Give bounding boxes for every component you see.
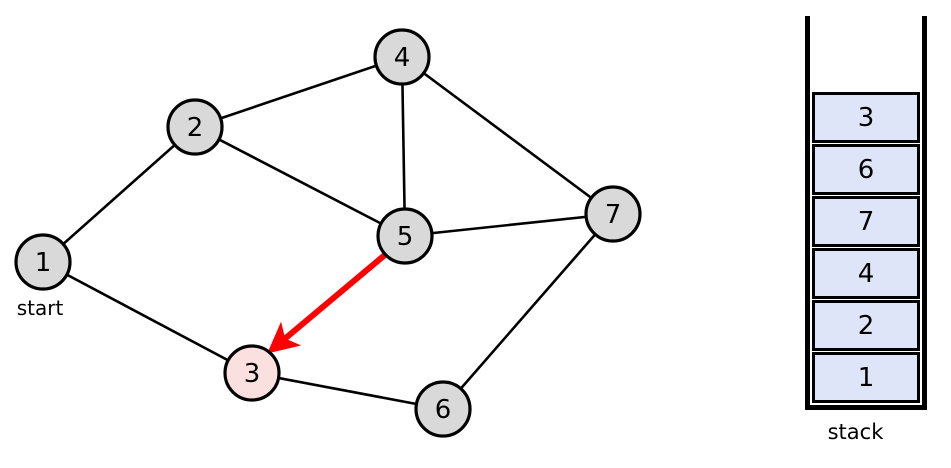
node-5-circle[interactable] <box>376 207 434 265</box>
edge-4-5 <box>400 55 407 238</box>
graph-node-1[interactable]: 1 <box>14 233 72 291</box>
node-2-circle[interactable] <box>166 98 224 156</box>
graph-node-4[interactable]: 4 <box>373 28 431 86</box>
node-1-circle[interactable] <box>14 233 72 291</box>
edge-4-7 <box>400 55 615 216</box>
traversal-arrow-5-to-3 <box>267 251 388 354</box>
node-6-label: 6 <box>435 395 452 425</box>
edge-1-2 <box>41 125 197 264</box>
graph-edges <box>41 55 615 411</box>
node-1-label: 1 <box>35 248 52 278</box>
graph-node-3[interactable]: 3 <box>223 344 281 402</box>
node-7-circle[interactable] <box>584 185 642 243</box>
node-3-label: 3 <box>244 359 261 389</box>
edge-2-4 <box>193 55 404 129</box>
node-2-label: 2 <box>187 113 204 143</box>
edge-2-5 <box>193 125 407 238</box>
edge-6-7 <box>441 212 615 411</box>
edge-3-6 <box>250 371 445 411</box>
stack-cell[interactable]: 4 <box>812 248 920 299</box>
edge-5-7 <box>403 212 615 238</box>
node-6-circle[interactable] <box>414 380 472 438</box>
graph-node-6[interactable]: 6 <box>414 380 472 438</box>
node-4-label: 4 <box>394 43 411 73</box>
stack-container: 3 6 7 4 2 1 <box>805 16 927 410</box>
graph-node-2[interactable]: 2 <box>166 98 224 156</box>
traversal-arrow <box>267 251 388 354</box>
stack-cell[interactable]: 7 <box>812 196 920 247</box>
graph-nodes: 1 2 3 4 5 6 <box>14 28 642 438</box>
graph-node-7[interactable]: 7 <box>584 185 642 243</box>
stack-caption: stack <box>827 420 884 444</box>
graph-node-5[interactable]: 5 <box>376 207 434 265</box>
stack-cell[interactable]: 1 <box>812 352 920 403</box>
stack-cell[interactable]: 6 <box>812 144 920 195</box>
graph-panel: 1 2 3 4 5 6 <box>14 28 642 438</box>
node-4-circle[interactable] <box>373 28 431 86</box>
stack-cell[interactable]: 3 <box>812 92 920 143</box>
stack-panel: 3 6 7 4 2 1 stack <box>760 0 951 468</box>
edge-1-3 <box>41 260 254 375</box>
node-5-label: 5 <box>397 222 414 252</box>
node-3-circle[interactable] <box>223 344 281 402</box>
node-7-label: 7 <box>605 200 622 230</box>
stack-cell[interactable]: 2 <box>812 300 920 351</box>
start-node-label: start <box>17 296 64 320</box>
